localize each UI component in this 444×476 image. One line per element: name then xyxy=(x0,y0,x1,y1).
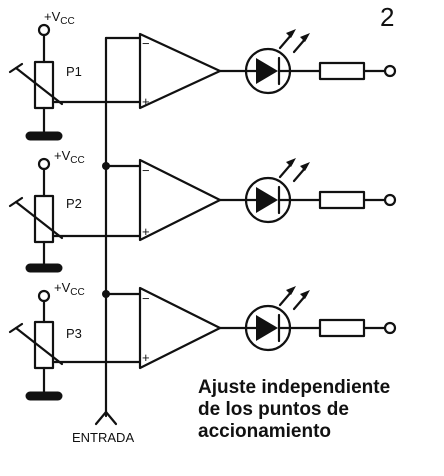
svg-text:−: − xyxy=(142,163,150,178)
stage-3: +VCC P3 − + xyxy=(8,280,397,401)
pot-label-2: P2 xyxy=(66,196,82,211)
pot-arrow-3 xyxy=(14,326,64,366)
output-terminal-1 xyxy=(383,64,397,78)
resistor-2 xyxy=(318,190,366,210)
caption-line-2: de los puntos de xyxy=(198,399,349,420)
caption-line-3: accionamiento xyxy=(198,421,332,442)
figure-caption: Ajuste independiente de los puntos de ac… xyxy=(198,377,438,443)
input-terminal-symbol xyxy=(94,410,118,426)
caption-line-1: Ajuste independiente xyxy=(198,377,391,398)
supply-1: +VCC xyxy=(37,9,75,37)
supply-3: +VCC xyxy=(37,280,85,303)
pot-arrow-2 xyxy=(14,200,64,240)
resistor-3 xyxy=(318,318,366,338)
svg-text:+: + xyxy=(142,350,150,365)
led-1 xyxy=(244,29,310,95)
resistor-1 xyxy=(318,61,366,81)
pot-label-1: P1 xyxy=(66,64,82,79)
led-3 xyxy=(244,286,310,352)
led-2 xyxy=(244,158,310,224)
stage-2: +VCC P2 − + xyxy=(8,148,397,273)
figure-number: 2 xyxy=(380,2,394,32)
svg-text:−: − xyxy=(142,36,150,51)
svg-text:+VCC: +VCC xyxy=(44,9,75,27)
junction-3 xyxy=(102,290,110,298)
output-terminal-2 xyxy=(383,193,397,207)
svg-text:+: + xyxy=(142,224,150,239)
junction-2 xyxy=(102,162,110,170)
output-terminal-3 xyxy=(383,321,397,335)
opamp-2: − + xyxy=(138,158,222,242)
opamp-1: − + xyxy=(138,32,222,110)
supply-2: +VCC xyxy=(37,148,85,171)
svg-text:+: + xyxy=(142,94,150,109)
pot-arrow-1 xyxy=(14,66,64,106)
input-label: ENTRADA xyxy=(72,430,134,445)
svg-text:+VCC: +VCC xyxy=(54,280,85,298)
svg-text:−: − xyxy=(142,291,150,306)
stage-1: +VCC P1 − + xyxy=(8,9,397,141)
opamp-3: − + xyxy=(138,286,222,370)
svg-text:+VCC: +VCC xyxy=(54,148,85,166)
pot-label-3: P3 xyxy=(66,326,82,341)
